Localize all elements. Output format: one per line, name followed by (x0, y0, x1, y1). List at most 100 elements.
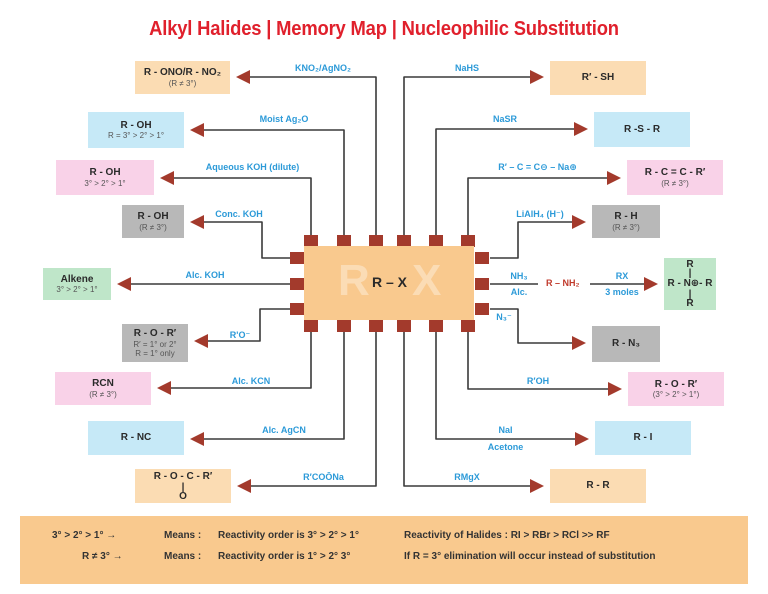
product-top-group: R | (686, 259, 694, 280)
product-formula: R - N₃ (612, 338, 640, 350)
product-box-ono-no2: R - ONO/R - NO₂(R ≠ 3°) (135, 61, 230, 94)
reagent-label-nh3: NH₃ (510, 271, 528, 281)
product-box-azide: R - N₃ (592, 326, 660, 362)
arrow-head-ester (237, 479, 251, 493)
reagent-label-roh-conc: Conc. KOH (215, 209, 263, 219)
reagent-label-iodide-2: Acetone (487, 442, 524, 452)
product-box-quat: R |R - N⊕- R| R (664, 258, 716, 310)
reagent-label-rcn: Alc. KCN (231, 376, 271, 386)
legend-row1-symbol: 3° > 2° > 1° → (52, 530, 117, 541)
product-formula: R′ - SH (581, 72, 615, 84)
reagent-label-thiol: NaHS (454, 63, 480, 73)
product-formula: R - NC (120, 432, 152, 444)
reagent-label-thioether: NaSR (492, 114, 518, 124)
page-title: Alkyl Halides | Memory Map | Nucleophili… (149, 18, 619, 40)
connector-node-top-0 (304, 235, 318, 247)
product-box-roh-conc: R - OH(R ≠ 3°) (122, 205, 184, 238)
arrow-head-ono-no2 (236, 70, 250, 84)
connector-line-rnc (204, 332, 345, 440)
connector-node-top-1 (337, 235, 351, 247)
product-note: (R ≠ 3°) (139, 222, 167, 232)
connector-node-bottom-5 (461, 320, 475, 332)
product-formula: R - O - R′ (133, 328, 177, 340)
product-box-ether2: R - O - R′(3° > 2° > 1°) (628, 372, 724, 406)
connector-line-roh-moist (204, 129, 345, 235)
connector-line-ether (208, 308, 290, 342)
reagent-label-coupling: RMgX (454, 472, 480, 482)
reagent-label-ester: R′COŌNa (303, 472, 344, 482)
product-box-thiol: R′ - SH (550, 61, 646, 95)
reagent-label-roh-aq: Aqueous KOH (dilute) (205, 162, 300, 172)
connector-line-alkyne (467, 177, 607, 235)
arrow-head-azide (572, 336, 586, 350)
product-note: R′ = 1° or 2° (133, 339, 177, 349)
product-note: (R ≠ 3°) (612, 222, 640, 232)
intermediate-amine: R – NH₂ (546, 278, 580, 288)
arrow-head-alkane (572, 215, 586, 229)
product-formula: R - R (586, 480, 610, 492)
connector-line-roh-aq (174, 177, 312, 235)
connector-line-alkane (490, 221, 572, 259)
product-formula: R - H (614, 211, 638, 223)
connector-line-roh-conc (204, 221, 290, 259)
arrow-head-roh-aq (160, 171, 174, 185)
connector-node-top-2 (369, 235, 383, 247)
connector-line-ester (251, 332, 377, 487)
legend-row2-text: Reactivity order is 1° > 2° 3° (218, 551, 351, 562)
product-note: (R ≠ 3°) (168, 78, 197, 88)
center-rx-box: R X R – X (304, 246, 474, 320)
product-bottom-group: | R (686, 288, 694, 309)
product-box-thioether: R -S - R (594, 112, 690, 147)
center-ghost-r: R (338, 256, 370, 305)
product-note: | O (179, 481, 187, 502)
connector-node-bottom-1 (337, 320, 351, 332)
connector-line-thioether (435, 128, 574, 235)
product-formula: Alkene (60, 273, 94, 285)
reagent-label-rx: RX (615, 271, 629, 281)
product-formula: R - C = C - R′ (644, 167, 706, 179)
product-formula: R - O - R′ (654, 378, 698, 390)
product-box-rcn: RCN(R ≠ 3°) (55, 372, 151, 405)
connector-node-bottom-2 (369, 320, 383, 332)
reagent-label-roh-moist: Moist Ag₂O (259, 114, 309, 124)
product-note: 3° > 2° > 1° (56, 285, 98, 295)
reagent-label-3-moles: 3 moles (605, 287, 639, 297)
legend-panel: 3° > 2° > 1° → Means : Reactivity order … (20, 516, 748, 584)
arrow-head-iodide (575, 432, 589, 446)
reagent-label-alkane: LiAlH₄ (H⁻) (516, 209, 564, 219)
connector-node-right-1 (475, 278, 489, 290)
reagent-label-alkene: Alc. KOH (185, 270, 225, 280)
product-formula: R - OH (137, 211, 169, 223)
connector-node-top-3 (397, 235, 411, 247)
product-formula: R - O - C - R′ (153, 471, 213, 483)
connector-line-rcn (171, 332, 312, 389)
center-ghost-x: X (412, 256, 442, 305)
legend-row1-extra: Reactivity of Halides : RI > RBr > RCl >… (404, 530, 610, 541)
product-box-iodide: R - I (595, 421, 691, 455)
center-label: R – X (372, 274, 408, 290)
product-note: (R ≠ 3°) (89, 389, 117, 399)
connector-node-bottom-3 (397, 320, 411, 332)
arrow-head-alkyne (607, 171, 621, 185)
arrow-head-coupling (530, 479, 544, 493)
connector-node-bottom-4 (429, 320, 443, 332)
product-box-alkane: R - H(R ≠ 3°) (592, 205, 660, 238)
product-note-2: R = 1° only (135, 348, 175, 358)
connector-line-iodide (435, 332, 575, 440)
connector-node-top-4 (429, 235, 443, 247)
arrow-head-ether (194, 334, 208, 348)
reagent-label-rnc: Alc. AgCN (262, 425, 306, 435)
connector-node-left-2 (290, 303, 304, 315)
connector-node-left-1 (290, 278, 304, 290)
product-box-alkyne: R - C = C - R′(R ≠ 3°) (627, 160, 723, 195)
product-formula: R - OH (89, 167, 121, 179)
product-note: 3° > 2° > 1° (84, 178, 126, 188)
product-note: R = 3° > 2° > 1° (107, 131, 165, 141)
reagent-label-alkyne: R′ – C = C⊖ – Na⊕ (498, 162, 577, 172)
arrow-head-roh-conc (190, 215, 204, 229)
connector-line-azide (490, 308, 572, 344)
